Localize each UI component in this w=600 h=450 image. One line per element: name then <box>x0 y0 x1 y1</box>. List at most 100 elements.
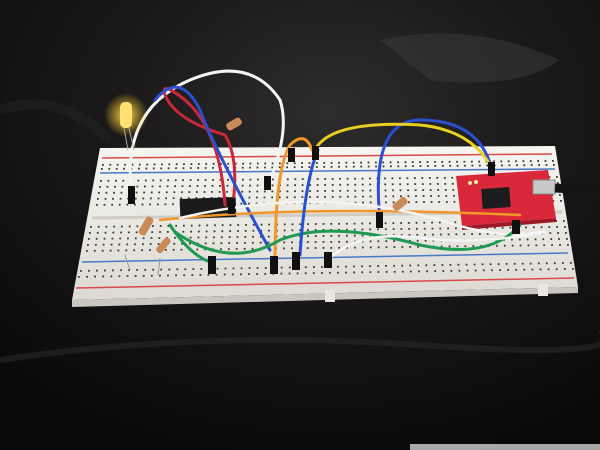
breadboard-hole <box>430 195 432 197</box>
breadboard-hole <box>151 231 154 233</box>
breadboard-hole <box>142 237 145 240</box>
breadboard-hole <box>183 163 185 166</box>
breadboard-hole <box>115 167 118 170</box>
breadboard-hole <box>198 224 201 227</box>
usb-breakout-board <box>456 170 556 230</box>
breadboard-hole <box>256 166 259 169</box>
breadboard-hole <box>267 235 270 238</box>
breadboard-hole <box>451 182 454 185</box>
board-clip-left <box>325 290 335 302</box>
breadboard-hole <box>197 167 200 169</box>
pin <box>270 256 278 274</box>
breadboard-hole <box>120 191 123 194</box>
breadboard-hole <box>556 176 558 178</box>
breadboard-hole <box>181 191 183 194</box>
breadboard-hole <box>322 247 325 249</box>
breadboard-hole <box>288 266 291 269</box>
breadboard-hole <box>316 196 319 198</box>
breadboard-hole <box>559 244 561 246</box>
breadboard-hole <box>384 222 387 225</box>
jumper-wires <box>128 69 547 264</box>
resistor <box>226 117 242 131</box>
breadboard-hole <box>331 196 334 198</box>
breadboard-hole <box>296 272 299 275</box>
breadboard-hole <box>369 189 372 192</box>
breadboard-hole <box>346 183 349 186</box>
breadboard-hole <box>204 179 207 181</box>
breadboard-hole <box>220 236 223 239</box>
breadboard-hole <box>244 242 246 244</box>
usb-cable <box>554 181 600 194</box>
breadboard-hole <box>314 241 317 243</box>
breadboard-hole <box>507 269 509 271</box>
breadboard-hole <box>242 178 244 181</box>
breadboard-hole <box>456 160 458 163</box>
breadboard-hole <box>299 229 301 232</box>
breadboard-hole <box>511 238 513 241</box>
breadboard-hole <box>152 179 155 182</box>
breadboard-hole <box>523 164 526 167</box>
breadboard-hole <box>80 270 82 272</box>
breadboard-hole <box>466 269 469 272</box>
breadboard-hole <box>361 228 364 231</box>
breadboard-hole <box>96 269 98 272</box>
breadboard-hole <box>400 195 402 198</box>
breadboard-hole <box>323 166 326 168</box>
breadboard-hole <box>104 231 107 234</box>
breadboard-hole <box>391 177 394 180</box>
pin <box>288 148 295 162</box>
breadboard-hole <box>474 269 477 272</box>
breadboard-hole <box>538 164 540 166</box>
pin <box>324 252 332 268</box>
resistor <box>138 216 154 236</box>
breadboard-hole <box>294 184 296 187</box>
breadboard-hole <box>316 184 319 186</box>
breadboard-hole <box>529 262 532 265</box>
breadboard-hole <box>128 225 131 228</box>
breadboard-hole <box>531 268 534 271</box>
breadboard-hole <box>458 269 461 272</box>
breadboard-hole <box>256 184 259 187</box>
breadboard-hole <box>286 162 289 165</box>
breadboard-hole <box>263 196 266 199</box>
breadboard-hole <box>369 201 372 204</box>
pin <box>264 176 271 190</box>
breadboard-hole <box>204 242 207 245</box>
breadboard-hole <box>545 262 548 265</box>
breadboard-hole <box>104 269 106 272</box>
breadboard-hole <box>203 191 206 193</box>
breadboard-hole <box>537 262 540 265</box>
breadboard-hole <box>539 268 542 271</box>
breadboard-hole <box>507 160 510 163</box>
breadboard-hole <box>174 185 176 188</box>
breadboard-hole <box>240 202 243 205</box>
breadboard-hole <box>256 162 259 165</box>
breadboard-hole <box>175 274 177 277</box>
breadboard-hole <box>245 224 247 226</box>
breadboard-hole <box>110 243 113 246</box>
breadboard-hole <box>354 183 357 186</box>
breadboard-hole <box>566 238 568 240</box>
breadboard-hole <box>167 274 169 277</box>
breadboard-hole <box>175 167 177 170</box>
breadboard-hole <box>560 200 562 202</box>
breadboard-hole <box>159 179 162 182</box>
pin <box>228 198 235 214</box>
breadboard-hole <box>156 203 159 206</box>
breadboard-hole <box>278 166 281 169</box>
breadboard-hole <box>324 178 327 180</box>
breadboard-hole <box>120 269 122 272</box>
breadboard-hole <box>183 274 186 277</box>
breadboard-hole <box>557 232 559 234</box>
breadboard-hole <box>437 195 440 197</box>
breadboard-hole <box>385 265 387 267</box>
breadboard-hole <box>291 241 293 244</box>
breadboard-hole <box>425 264 428 267</box>
breadboard-hole <box>345 222 348 225</box>
breadboard-hole <box>557 182 559 184</box>
breadboard-hole <box>369 228 372 231</box>
breadboard-hole <box>280 272 283 275</box>
breadboard-hole <box>158 237 161 239</box>
breadboard-hole <box>136 269 138 271</box>
breadboard-hole <box>451 176 454 179</box>
